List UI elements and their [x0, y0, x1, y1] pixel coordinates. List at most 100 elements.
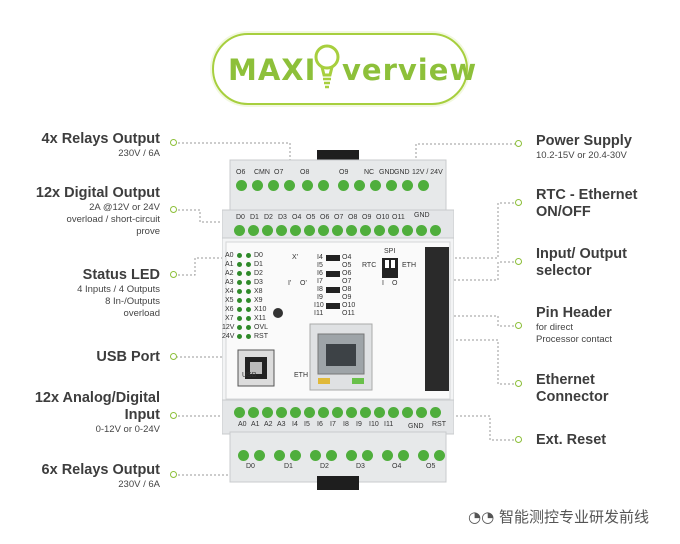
terminal-label: I5 — [304, 421, 310, 428]
terminal-label: A0 — [225, 252, 234, 259]
terminal-label: O4 — [292, 214, 302, 221]
status-led — [246, 316, 251, 321]
status-led — [246, 307, 251, 312]
label-text: overload / short-circuit — [66, 214, 160, 225]
terminal-label: 24V — [222, 333, 235, 340]
connector-dot — [170, 353, 177, 360]
connector-dot — [515, 199, 522, 206]
terminal — [382, 450, 393, 461]
label-relays-bottom: 6x Relays Output 230V / 6A — [42, 462, 160, 491]
status-led — [237, 334, 242, 339]
terminal-label: O11 — [392, 214, 405, 221]
terminal — [362, 450, 373, 461]
terminal-label: GND — [414, 212, 430, 219]
terminal — [276, 225, 287, 236]
status-led — [246, 334, 251, 339]
label-ethernet-connector: Ethernet Connector — [536, 372, 609, 406]
terminal — [318, 225, 329, 236]
terminal — [402, 407, 413, 418]
terminal — [360, 407, 371, 418]
terminal-label: NC — [364, 169, 375, 176]
terminal — [332, 407, 343, 418]
terminal-label: O8 — [300, 169, 310, 176]
terminal — [346, 225, 357, 236]
terminal-label: O8 — [342, 286, 352, 293]
terminal-label: GND — [379, 169, 395, 176]
terminal-label: X5 — [225, 297, 234, 304]
terminal — [238, 450, 249, 461]
label-text: USB Port — [96, 349, 160, 365]
label-text: Input — [124, 407, 160, 423]
terminal-label: D3 — [356, 463, 365, 470]
terminal-label: D0 — [236, 214, 245, 221]
terminal-label: O8 — [348, 214, 358, 221]
terminal — [434, 450, 445, 461]
terminal-label: SPI — [384, 248, 396, 255]
terminal — [290, 225, 301, 236]
terminal-label: X9 — [254, 297, 263, 304]
terminal-label: I6 — [317, 270, 323, 277]
title-maxi: MAXI — [228, 53, 317, 87]
terminal-label: OVL — [254, 324, 269, 331]
terminal-label: ETH — [402, 262, 416, 269]
connector-dot — [170, 139, 177, 146]
terminal-label: I — [382, 280, 384, 287]
label-pin-header: Pin Header for direct Processor contact — [536, 305, 612, 346]
label-io-selector: Input/ Output selector — [536, 246, 627, 280]
label-text: Ext. Reset — [536, 432, 607, 448]
terminal — [310, 450, 321, 461]
terminal-label: A1 — [225, 261, 234, 268]
status-led — [237, 316, 242, 321]
connector-dot — [170, 471, 177, 478]
terminal — [318, 407, 329, 418]
label-text: RTC - Ethernet — [536, 187, 638, 203]
terminal-label: A1 — [251, 421, 260, 428]
connector-dot — [515, 380, 522, 387]
title-badge: MAXI verview — [212, 33, 476, 105]
label-text: 230V / 6A — [118, 479, 160, 490]
terminal-label: A3 — [277, 421, 286, 428]
label-text: ON/OFF — [536, 204, 591, 220]
terminal-label: RST — [432, 421, 446, 428]
label-usb-port: USB Port — [96, 349, 160, 366]
terminal — [338, 180, 349, 191]
terminal — [346, 407, 357, 418]
terminal-label: O6 — [236, 169, 246, 176]
terminal — [398, 450, 409, 461]
connector-dot — [515, 258, 522, 265]
terminal-label: D1 — [250, 214, 259, 221]
terminal — [402, 225, 413, 236]
terminal-label: O4 — [392, 463, 402, 470]
terminal-label: D3 — [254, 279, 263, 286]
label-text: prove — [136, 226, 160, 237]
terminal-label: A3 — [225, 279, 234, 286]
label-text: 4x Relays Output — [41, 131, 160, 147]
terminal — [236, 180, 247, 191]
terminal — [248, 225, 259, 236]
terminal-label: I9 — [356, 421, 362, 428]
terminal — [326, 450, 337, 461]
terminal-label: X8 — [254, 288, 263, 295]
terminal — [248, 407, 259, 418]
terminal-label: X11 — [254, 315, 266, 322]
io-selector-switches[interactable] — [326, 254, 340, 318]
terminal — [304, 407, 315, 418]
connector-dot — [515, 322, 522, 329]
terminal-label: A2 — [225, 270, 234, 277]
terminal-label: I9 — [317, 294, 323, 301]
terminal-label: X7 — [225, 315, 234, 322]
label-text: selector — [536, 263, 592, 279]
terminal-label: X' — [292, 254, 299, 261]
terminal — [262, 407, 273, 418]
terminal — [234, 225, 245, 236]
terminal-label: CMN — [254, 169, 270, 176]
terminal-label: O — [392, 280, 398, 287]
terminal-label: O9 — [339, 169, 349, 176]
status-led — [246, 325, 251, 330]
terminal — [354, 180, 365, 191]
terminal — [332, 225, 343, 236]
terminal — [370, 180, 381, 191]
connector-dot — [170, 412, 177, 419]
terminal-label: GND — [408, 423, 424, 430]
terminal-label: GND — [394, 169, 410, 176]
